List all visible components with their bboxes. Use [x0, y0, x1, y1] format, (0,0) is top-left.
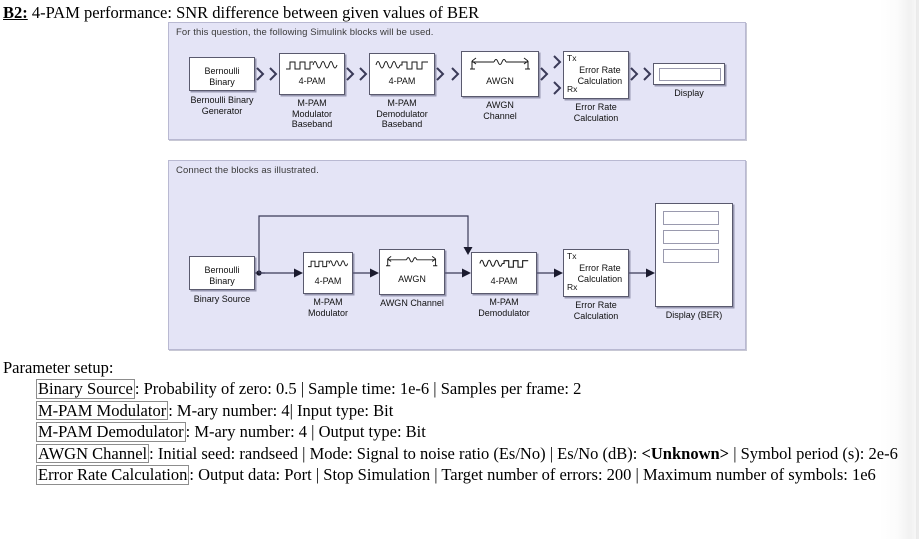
block-display[interactable]	[653, 63, 725, 85]
output-port-arrow-icon	[256, 67, 265, 81]
param-value-mpam-demodulator: : M-ary number: 4 | Output type: Bit	[185, 422, 426, 442]
block-caption-awgn: AWGN Channel	[380, 298, 444, 308]
param-value-awgn-a: : Initial seed: randseed | Mode: Signal …	[149, 443, 642, 463]
parameter-row-error-rate-calculation: Error Rate Calculation: Output data: Por…	[3, 464, 915, 485]
display-slot-icon	[663, 211, 719, 225]
block-label: AWGN	[486, 76, 514, 86]
param-block-name-mpam-demodulator[interactable]: M-PAM Demodulator	[36, 422, 186, 442]
param-block-name-mpam-modulator[interactable]: M-PAM Modulator	[36, 400, 169, 421]
output-port-arrow-icon	[436, 67, 445, 81]
square-to-sine-icon	[308, 260, 349, 268]
param-unknown-placeholder: <Unknown>	[641, 443, 730, 463]
block-caption-binary-source: Binary Source	[193, 294, 251, 304]
blocks-panel-caption: For this question, the following Simulin…	[176, 27, 434, 38]
parameter-row-awgn-channel: AWGN Channel: Initial seed: randseed | M…	[3, 443, 915, 464]
page-title: B2: 4-PAM performance: SNR difference be…	[3, 3, 903, 22]
input-port-arrow-icon	[451, 67, 460, 81]
port-label-tx: Tx	[567, 53, 577, 63]
output-port-arrow-icon	[540, 67, 549, 81]
simulink-blocks-panel: For this question, the following Simulin…	[168, 22, 746, 140]
simulink-connect-panel: Connect the blocks as illustrated. Berno…	[168, 160, 746, 350]
param-value-error-rate: : Output data: Port | Stop Simulation | …	[189, 465, 876, 485]
port-label-rx: Rx	[567, 282, 578, 292]
sine-to-square-icon	[375, 61, 428, 70]
block-awgn-channel[interactable]: AWGN	[461, 51, 539, 97]
parameter-row-mpam-demodulator: M-PAM Demodulator: M-ary number: 4 | Out…	[3, 421, 915, 442]
parameter-setup-heading: Parameter setup:	[3, 358, 114, 377]
block-awgn-channel[interactable]: AWGN	[379, 249, 445, 295]
block-label: 4-PAM	[388, 76, 416, 86]
block-mpam-demodulator-baseband[interactable]: 4-PAM	[369, 53, 435, 95]
input-port-arrow-icon	[359, 67, 368, 81]
param-value-binary-source: : Probability of zero: 0.5 | Sample time…	[134, 379, 582, 399]
page-title-text: 4-PAM performance: SNR difference betwee…	[27, 3, 480, 22]
block-label: 4-PAM	[298, 76, 326, 86]
output-port-arrow-icon	[346, 67, 355, 81]
block-label: 4-PAM	[314, 276, 342, 286]
param-value-mpam-modulator: : M-ary number: 4| Input type: Bit	[168, 400, 394, 420]
display-slot-icon	[663, 230, 719, 244]
input-port-tx-arrow-icon	[553, 55, 562, 69]
parameter-row-mpam-modulator: M-PAM Modulator: M-ary number: 4| Input …	[3, 400, 915, 421]
output-port-arrow-icon	[630, 67, 639, 81]
parameter-setup-section: Parameter setup: Binary Source: Probabil…	[3, 357, 915, 485]
port-label-rx: Rx	[567, 84, 578, 94]
question-tag: B2:	[3, 3, 28, 22]
param-value-awgn-b: | Symbol period (s): 2e-6	[729, 443, 898, 463]
input-port-arrow-icon	[269, 67, 278, 81]
param-block-name-awgn-channel[interactable]: AWGN Channel	[36, 443, 150, 464]
square-to-sine-icon	[286, 61, 338, 70]
sine-to-square-icon	[479, 259, 529, 268]
parameter-row-binary-source: Binary Source: Probability of zero: 0.5 …	[3, 378, 915, 399]
antenna-noise-icon	[470, 57, 530, 70]
display-slot-icon	[659, 68, 721, 81]
block-label: AWGN	[398, 274, 426, 284]
block-caption-display-ber: Display (BER)	[665, 310, 723, 320]
block-label: 4-PAM	[490, 276, 518, 286]
input-port-arrow-icon	[643, 67, 652, 81]
block-mpam-modulator[interactable]: 4-PAM	[303, 252, 353, 294]
connect-panel-caption: Connect the blocks as illustrated.	[176, 165, 319, 176]
param-block-name-binary-source[interactable]: Binary Source	[36, 379, 135, 399]
antenna-noise-icon	[386, 255, 438, 267]
input-port-rx-arrow-icon	[553, 81, 562, 95]
block-display-ber[interactable]	[655, 203, 733, 307]
param-block-name-error-rate-calculation[interactable]: Error Rate Calculation	[36, 465, 190, 485]
display-slot-icon	[663, 249, 719, 263]
port-label-tx: Tx	[567, 251, 577, 261]
block-mpam-demodulator[interactable]: 4-PAM	[471, 252, 537, 294]
block-mpam-modulator-baseband[interactable]: 4-PAM	[279, 53, 345, 95]
block-caption-display: Display	[674, 88, 704, 98]
